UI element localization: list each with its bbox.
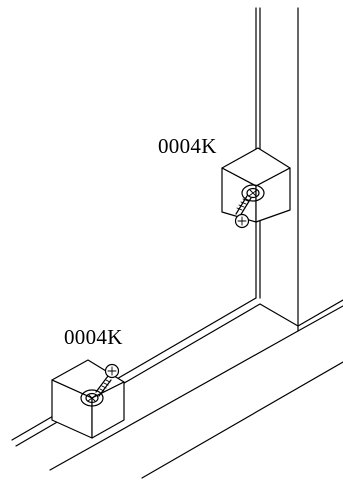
lower-screw xyxy=(95,363,120,397)
part-label-upper: 0004K xyxy=(158,134,217,158)
upper-corner-bracket xyxy=(221,147,291,223)
part-label-lower: 0004K xyxy=(64,325,123,349)
lower-corner-bracket xyxy=(51,359,125,439)
upper-screw xyxy=(234,195,252,229)
